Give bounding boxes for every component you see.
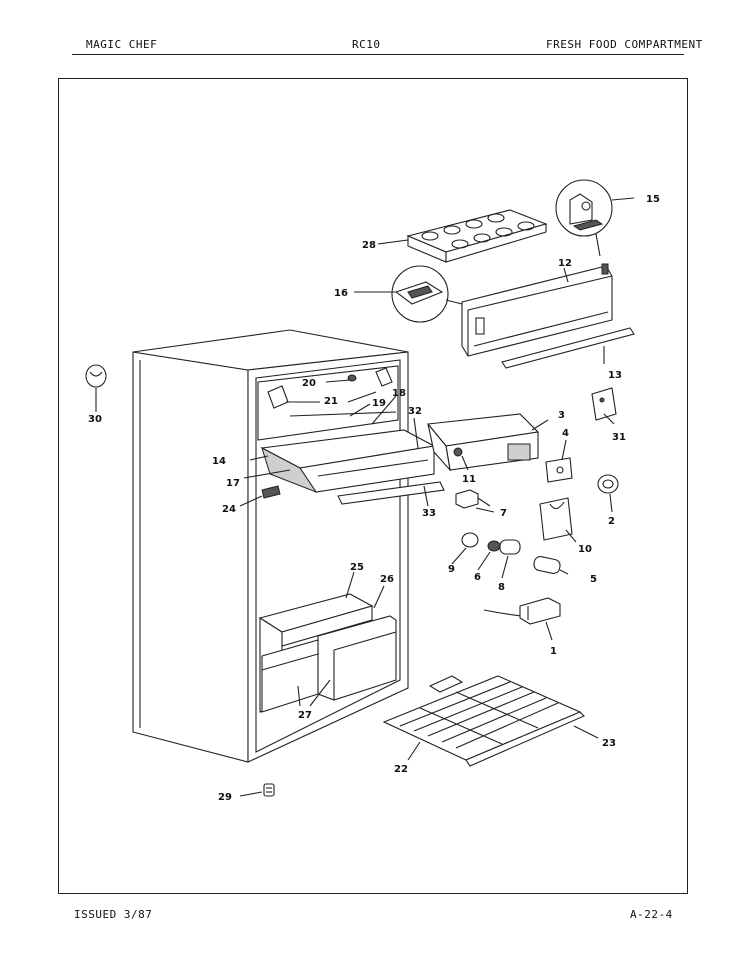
- header-section: FRESH FOOD COMPARTMENT: [546, 38, 703, 51]
- callout-20: 20: [302, 378, 316, 389]
- callout-33: 33: [422, 508, 436, 519]
- socket-9: [461, 532, 479, 548]
- wire-harness-1: [483, 597, 561, 625]
- bulb-5: [533, 556, 561, 574]
- shelf-clip-24: [261, 485, 281, 499]
- callout-29: 29: [218, 792, 232, 803]
- label-plate-4: [545, 457, 573, 483]
- plate-31: [591, 387, 617, 421]
- callout-15: 15: [646, 194, 660, 205]
- callout-9: 9: [448, 564, 455, 575]
- callout-18: 18: [392, 388, 406, 399]
- temperature-dial-2: [597, 474, 619, 494]
- callout-8: 8: [498, 582, 505, 593]
- callout-14: 14: [212, 456, 226, 467]
- header-brand: MAGIC CHEF: [86, 38, 158, 51]
- bulb-8: [499, 539, 521, 555]
- callout-22: 22: [394, 764, 408, 775]
- detail-circle-16: [391, 265, 463, 323]
- diagram-frame: [58, 78, 688, 894]
- callout-16: 16: [334, 288, 348, 299]
- callout-3: 3: [558, 410, 565, 421]
- footer-issued: ISSUED 3/87: [74, 908, 153, 921]
- crisper-drawers: [258, 593, 397, 713]
- cabinet-leveler-29: [263, 783, 275, 797]
- callout-5: 5: [590, 574, 597, 585]
- ice-tray-28: [406, 209, 548, 263]
- callout-26: 26: [380, 574, 394, 585]
- header-rule: [72, 54, 684, 55]
- callout-24: 24: [222, 504, 236, 515]
- door-strip-13: [501, 327, 635, 369]
- callout-19: 19: [372, 398, 386, 409]
- callout-6: 6: [474, 572, 481, 583]
- shelf-trim-23: [465, 711, 585, 767]
- freezer-door-12: [461, 263, 613, 357]
- callout-17: 17: [226, 478, 240, 489]
- divider-30: [85, 364, 107, 388]
- callout-13: 13: [608, 370, 622, 381]
- callout-27: 27: [298, 710, 312, 721]
- callout-12: 12: [558, 258, 572, 269]
- callout-28: 28: [362, 240, 376, 251]
- callout-11: 11: [462, 474, 476, 485]
- callout-30: 30: [88, 414, 102, 425]
- callout-10: 10: [578, 544, 592, 555]
- leader-lines: [95, 239, 615, 797]
- callout-2: 2: [608, 516, 615, 527]
- callout-31: 31: [612, 432, 626, 443]
- switch-6: [487, 540, 501, 552]
- light-shield-10: [539, 497, 573, 541]
- callout-1: 1: [550, 646, 557, 657]
- detail-circle-15: [555, 179, 635, 257]
- callout-25: 25: [350, 562, 364, 573]
- callout-23: 23: [602, 738, 616, 749]
- callout-4: 4: [562, 428, 569, 439]
- callout-labels: 1 2 3 4 5 6 7 8 9 10 11 12 13 14 15 16 1…: [88, 194, 660, 803]
- callout-7: 7: [500, 508, 507, 519]
- freezer-ceiling-controls: [257, 365, 399, 441]
- header-model: RC10: [352, 38, 381, 51]
- wire-shelf-22: [382, 675, 582, 761]
- control-housing-3: [426, 413, 540, 472]
- callout-32: 32: [408, 406, 422, 417]
- thermostat-7: [455, 489, 491, 509]
- callout-21: 21: [324, 396, 338, 407]
- footer-page-code: A-22-4: [630, 908, 673, 921]
